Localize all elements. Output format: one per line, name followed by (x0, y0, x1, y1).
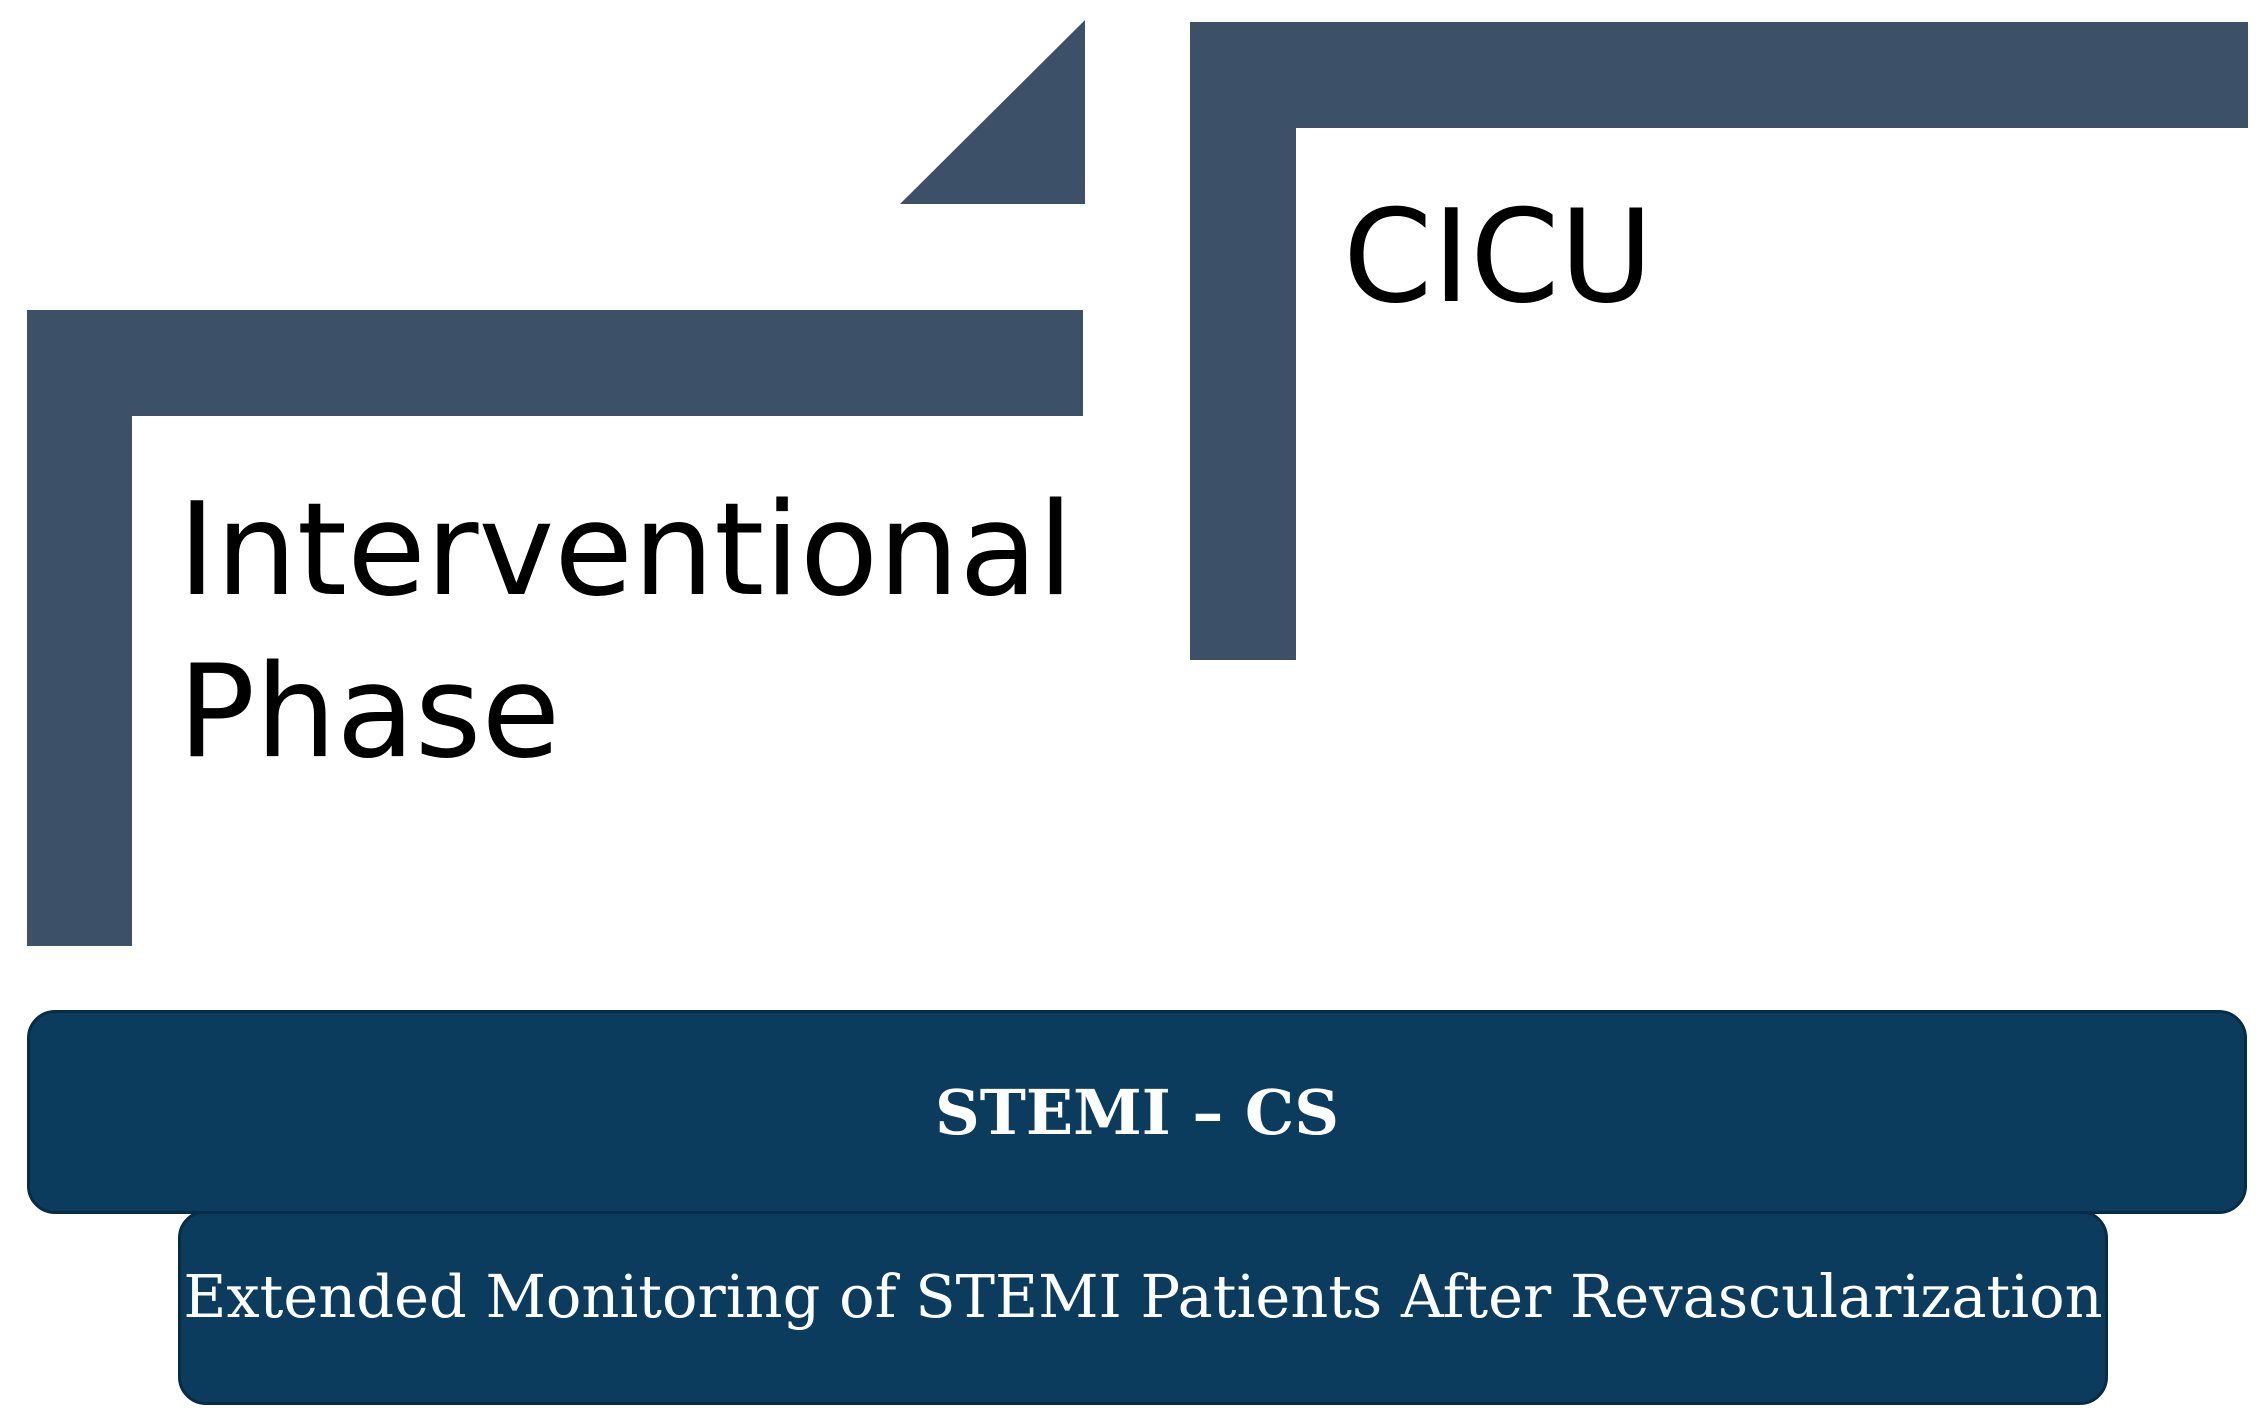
interventional-phase-label: Interventional Phase (178, 470, 1073, 794)
interventional-phase-line1: Interventional (178, 476, 1074, 625)
cicu-bracket (1190, 22, 2248, 660)
extended-monitoring-label: Extended Monitoring of STEMI Patients Af… (183, 1262, 2103, 1331)
step-arrow-triangle (900, 20, 1085, 204)
interventional-phase-line2: Phase (178, 638, 561, 787)
stemi-cs-bar: STEMI – CS (27, 1010, 2247, 1214)
interventional-bracket (27, 310, 1083, 946)
extended-monitoring-bar: Extended Monitoring of STEMI Patients Af… (178, 1210, 2108, 1405)
stemi-cs-label: STEMI – CS (934, 1075, 1340, 1149)
cicu-label: CICU (1343, 183, 1654, 332)
